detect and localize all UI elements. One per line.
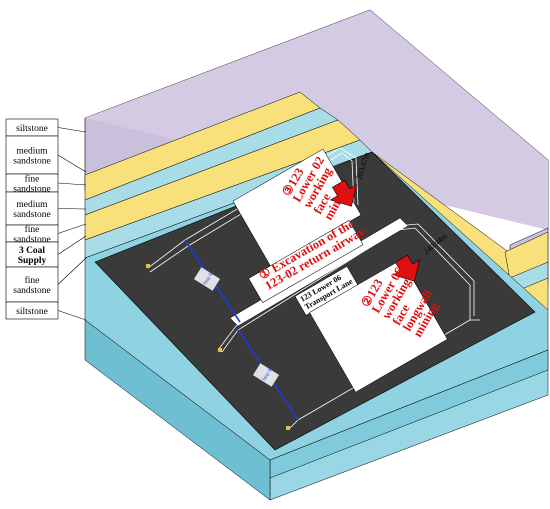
label-box-airway <box>248 220 364 303</box>
arrow-lower06 <box>392 254 420 282</box>
arrow-lower02 <box>329 179 357 207</box>
strata-legend: siltstonemediumsandstonefinesandstonemed… <box>5 118 59 320</box>
legend-leader <box>57 257 87 285</box>
roadway-markers <box>146 264 290 430</box>
legend-label: sandstone <box>13 210 50 220</box>
legend-leader <box>57 182 87 186</box>
legend-label: medium <box>16 147 48 157</box>
legend-leader <box>57 310 87 321</box>
legend-item: siltstone <box>5 301 59 320</box>
legend-label: sandstone <box>13 185 50 195</box>
blue-tags: Stop line Stop line <box>193 267 280 387</box>
legend-label: sandstone <box>13 235 50 245</box>
legend-leader <box>57 154 87 173</box>
legend-label: medium <box>16 200 48 210</box>
legend-label: siltstone <box>16 124 48 134</box>
legend-label: sandstone <box>13 286 50 296</box>
legend-label: 3 Coal <box>19 246 45 256</box>
legend-label: fine <box>25 174 40 185</box>
label-box-lower06 <box>309 259 448 393</box>
legend-label: siltstone <box>16 307 48 317</box>
legend-label: fine <box>25 275 40 286</box>
legend-leader-lines <box>57 127 87 321</box>
legend-label: Supply <box>18 256 47 266</box>
legend-label: sandstone <box>13 157 50 167</box>
legend-leader <box>57 127 87 133</box>
legend-label: fine <box>25 224 40 235</box>
legend-leader <box>57 223 87 234</box>
legend-leader <box>57 208 87 210</box>
legend-leader <box>57 235 87 255</box>
legend-item: siltstone <box>5 118 59 137</box>
